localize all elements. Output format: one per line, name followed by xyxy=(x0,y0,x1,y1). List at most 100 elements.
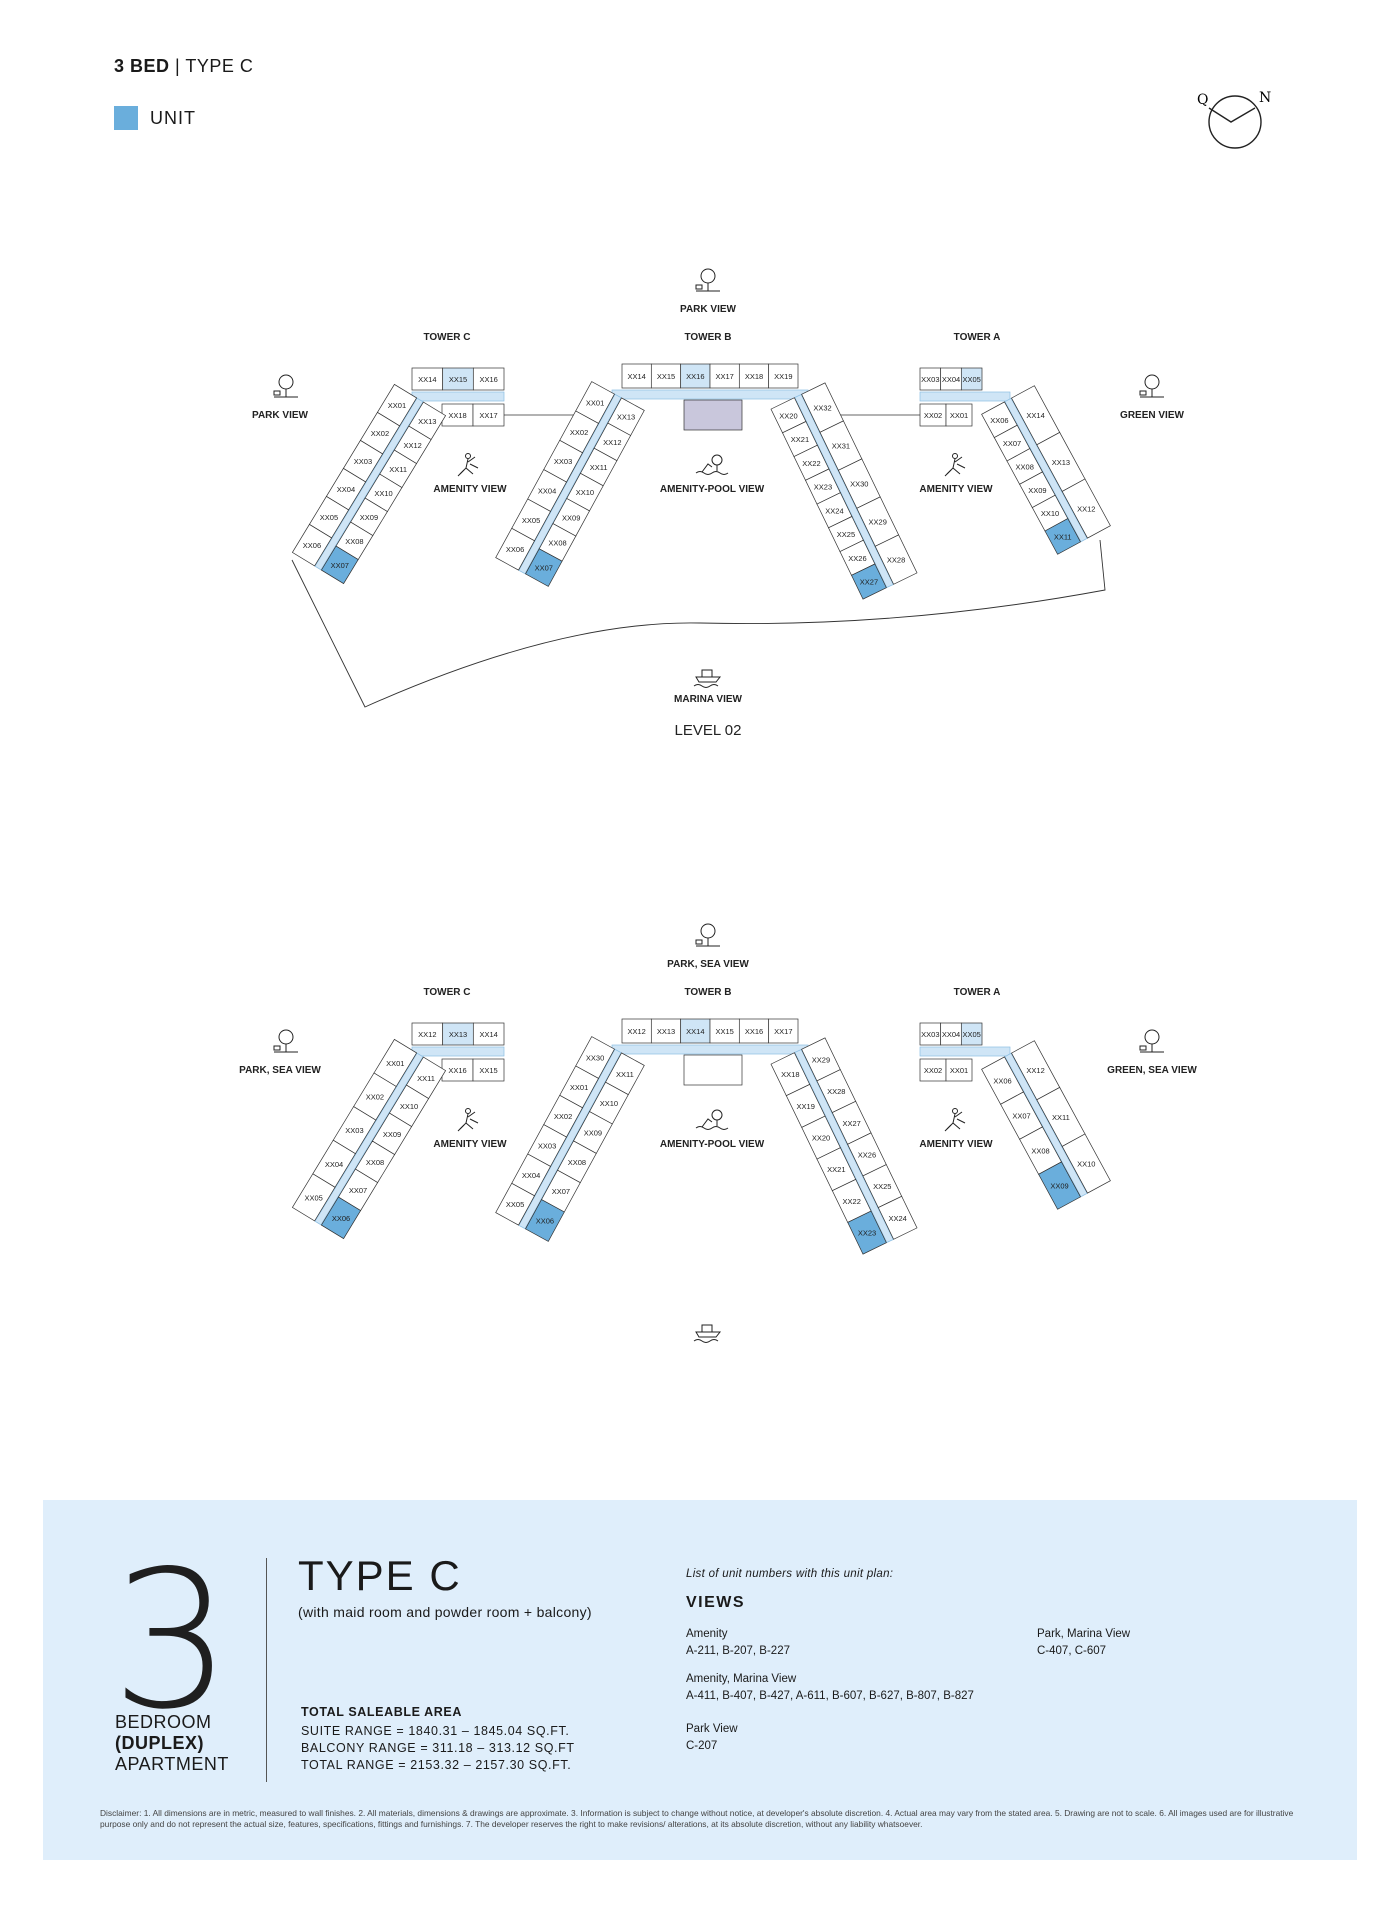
corridor xyxy=(314,1052,424,1226)
bed-line-3: APARTMENT xyxy=(115,1754,229,1774)
unit-cell xyxy=(472,1022,505,1046)
unit-label: XX11 xyxy=(1052,1113,1070,1122)
unit-label: XX03 xyxy=(538,1142,556,1151)
corridor xyxy=(314,397,424,571)
compass-icon: Q N xyxy=(1197,90,1271,149)
unit-label: XX07 xyxy=(535,564,553,573)
unit-label: XX04 xyxy=(522,1171,540,1180)
corridor xyxy=(919,1046,1011,1057)
highlighted-unit xyxy=(525,1199,565,1242)
corridor xyxy=(518,393,622,575)
unit-label: XX01 xyxy=(950,411,968,420)
type-title: TYPE C xyxy=(298,1552,462,1599)
unit-label: XX31 xyxy=(832,442,850,451)
unit-label: XX05 xyxy=(320,513,338,522)
area-heading: TOTAL SALEABLE AREA xyxy=(301,1705,462,1719)
unit-cell xyxy=(1061,478,1111,539)
unit-label: XX03 xyxy=(921,1030,939,1039)
unit-label: XX10 xyxy=(600,1099,618,1108)
highlighted-unit xyxy=(1038,1161,1081,1210)
figure-icon xyxy=(944,453,966,477)
view-label-right: GREEN VIEW xyxy=(1120,410,1184,421)
unit-label: XX08 xyxy=(366,1158,384,1167)
unit-label: XX16 xyxy=(448,1066,466,1075)
view-group-park: Park View C-207 xyxy=(686,1721,738,1755)
corridor xyxy=(611,389,809,400)
unit-label: XX28 xyxy=(887,556,905,565)
unit-label: XX01 xyxy=(388,401,406,410)
unit-label: XX12 xyxy=(403,441,421,450)
unit-label: XX22 xyxy=(843,1197,861,1206)
unit-label: XX13 xyxy=(617,413,635,422)
unit-cell xyxy=(945,1058,973,1082)
unit-label: XX13 xyxy=(1052,458,1070,467)
unit-label: XX03 xyxy=(921,375,939,384)
unit-label: XX04 xyxy=(325,1160,343,1169)
bedroom-type: BEDROOM (DUPLEX) APARTMENT xyxy=(115,1712,229,1775)
unit-label: XX15 xyxy=(657,372,675,381)
unit-label: XX14 xyxy=(627,372,645,381)
unit-cell xyxy=(472,1058,505,1082)
unit-label: XX12 xyxy=(1026,1066,1044,1075)
bedroom-count: 3 xyxy=(111,1530,232,1751)
unit-label: XX13 xyxy=(449,1030,467,1039)
unit-label: XX03 xyxy=(345,1126,363,1135)
core-lobby xyxy=(683,1054,743,1086)
highlighted-unit xyxy=(320,1196,362,1240)
unit-label: XX04 xyxy=(337,485,355,494)
unit-label: XX20 xyxy=(812,1134,830,1143)
pool-icon xyxy=(695,454,729,475)
unit-label: XX05 xyxy=(304,1193,322,1202)
legend-unit-label: UNIT xyxy=(150,107,196,128)
corridor xyxy=(919,391,1011,402)
corridor xyxy=(518,1048,622,1230)
unit-label: XX04 xyxy=(942,1030,960,1039)
unit-label: XX03 xyxy=(554,457,572,466)
unit-label: XX09 xyxy=(1050,1182,1068,1191)
unit-label: XX02 xyxy=(924,1066,942,1075)
unit-label: XX20 xyxy=(779,411,797,420)
view-label-left: PARK VIEW xyxy=(252,410,308,421)
unit-label: XX26 xyxy=(858,1150,876,1159)
unit-label: XX06 xyxy=(993,1077,1011,1086)
unit-label: XX06 xyxy=(303,541,321,550)
unit-cell xyxy=(680,363,711,389)
corridor xyxy=(1004,397,1088,543)
unit-label: XX02 xyxy=(371,429,389,438)
unit-label: XX22 xyxy=(802,459,820,468)
unit-label: XX07 xyxy=(349,1186,367,1195)
unit-label: XX32 xyxy=(813,404,831,413)
level-label: LEVEL 02 xyxy=(675,722,742,739)
unit-label: XX19 xyxy=(797,1102,815,1111)
unit-label: XX06 xyxy=(506,545,524,554)
unit-label: XX18 xyxy=(745,372,763,381)
unit-label: XX12 xyxy=(418,1030,436,1039)
unit-label: XX19 xyxy=(774,372,792,381)
unit-cell xyxy=(680,1018,711,1044)
legend-unit-swatch xyxy=(114,106,138,130)
highlighted-unit xyxy=(525,548,563,587)
unit-label: XX01 xyxy=(386,1059,404,1068)
unit-label: XX29 xyxy=(869,518,887,527)
view-group-title: Park, Marina View xyxy=(1037,1628,1131,1640)
unit-label: XX16 xyxy=(479,375,497,384)
unit-label: XX06 xyxy=(990,416,1008,425)
view-group-units: A-211, B-207, B-227 xyxy=(686,1645,790,1657)
unit-label: XX08 xyxy=(548,538,566,547)
unit-label: XX09 xyxy=(1028,486,1046,495)
amenity-label-right: AMENITY VIEW xyxy=(919,1139,993,1150)
unit-label: XX04 xyxy=(942,375,960,384)
unit-cell xyxy=(1061,1133,1111,1194)
unit-label: XX01 xyxy=(950,1066,968,1075)
unit-label: XX01 xyxy=(570,1083,588,1092)
view-group-units: C-407, C-607 xyxy=(1037,1645,1107,1657)
unit-label: XX08 xyxy=(345,537,363,546)
unit-label: XX30 xyxy=(850,480,868,489)
unit-info-panel: 3 BEDROOM (DUPLEX) APARTMENT TYPE C (wit… xyxy=(43,1500,1357,1860)
unit-label: XX17 xyxy=(774,1027,792,1036)
unit-label: XX16 xyxy=(686,372,704,381)
highlighted-unit xyxy=(1044,518,1081,555)
unit-label: XX10 xyxy=(374,489,392,498)
